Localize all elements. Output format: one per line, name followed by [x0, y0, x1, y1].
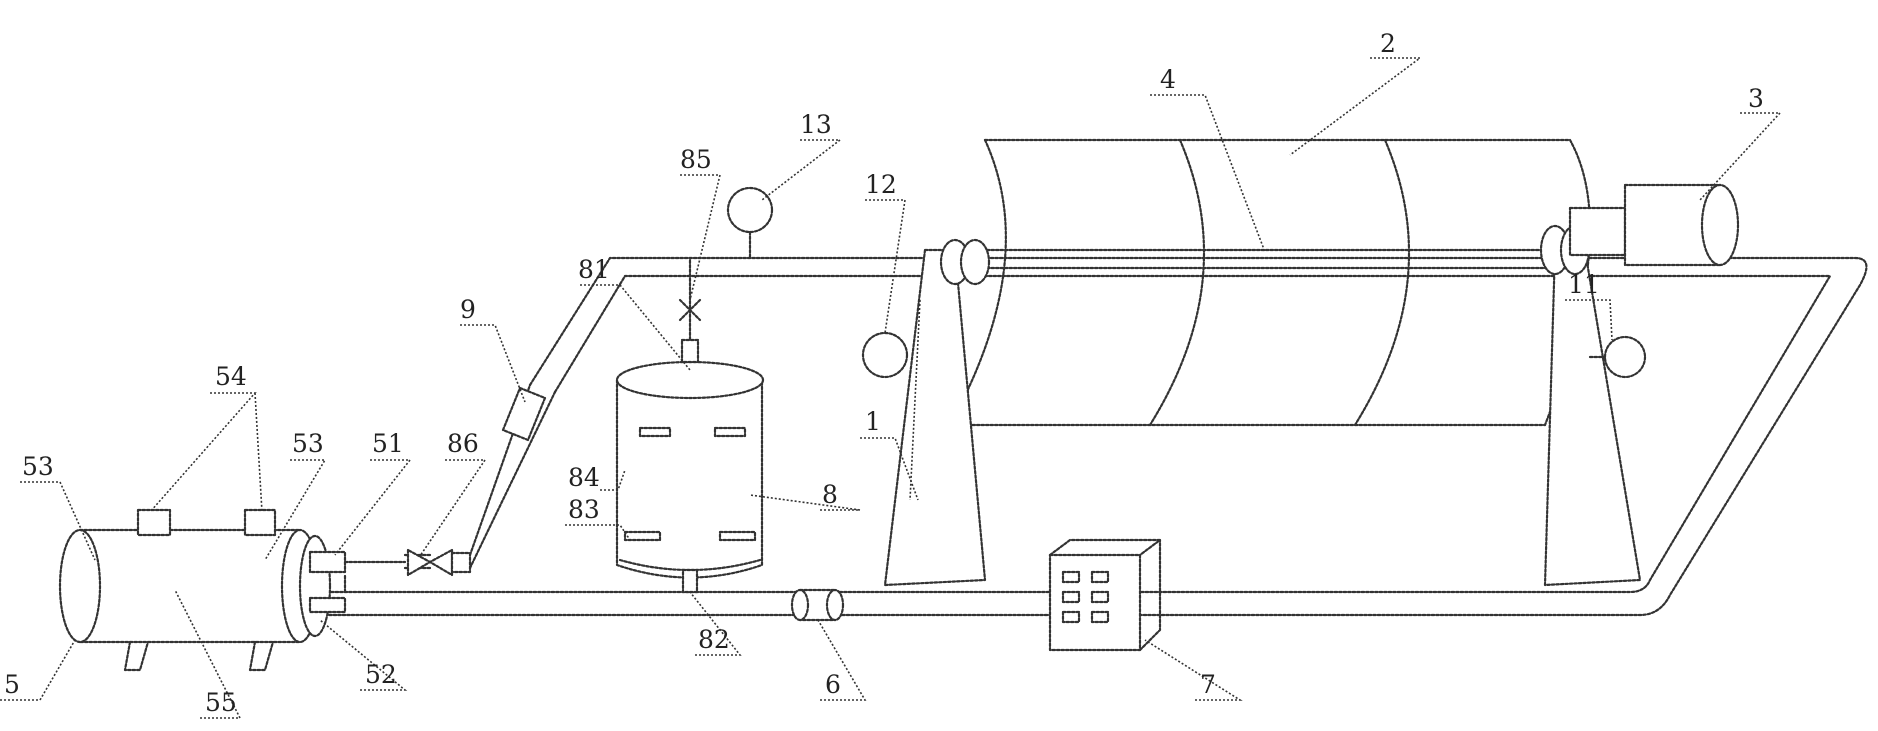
label-3: 3: [1748, 84, 1764, 113]
label-86: 86: [447, 429, 479, 458]
label-6: 6: [825, 670, 841, 699]
gauge-12: [863, 333, 907, 377]
label-53-left: 53: [22, 452, 54, 481]
label-8: 8: [822, 480, 838, 509]
drum-ring-2: [1355, 140, 1409, 425]
label-11: 11: [1568, 270, 1600, 299]
label-52: 52: [365, 660, 397, 689]
drum: [950, 140, 1590, 425]
label-51: 51: [372, 429, 404, 458]
label-54: 54: [215, 362, 247, 391]
label-12: 12: [865, 170, 897, 199]
label-84: 84: [568, 463, 600, 492]
label-55: 55: [205, 688, 237, 717]
pump-6: [792, 590, 843, 620]
motor: [1570, 185, 1738, 265]
label-9: 9: [460, 295, 476, 324]
filter: [503, 388, 545, 440]
label-4: 4: [1160, 65, 1176, 94]
label-82: 82: [698, 625, 730, 654]
vessel: [60, 510, 405, 670]
label-2: 2: [1380, 29, 1396, 58]
control-box: [1050, 540, 1160, 650]
label-5: 5: [4, 670, 20, 699]
label-13: 13: [800, 110, 832, 139]
valve-86: [408, 550, 470, 575]
drum-ring-1: [1150, 140, 1204, 425]
label-53-right: 53: [292, 429, 324, 458]
left-stand: [885, 240, 989, 585]
label-7: 7: [1200, 670, 1216, 699]
label-83: 83: [568, 495, 600, 524]
label-1: 1: [865, 407, 881, 436]
label-85: 85: [680, 145, 712, 174]
gauge-13: [728, 188, 772, 258]
label-81: 81: [578, 255, 610, 284]
